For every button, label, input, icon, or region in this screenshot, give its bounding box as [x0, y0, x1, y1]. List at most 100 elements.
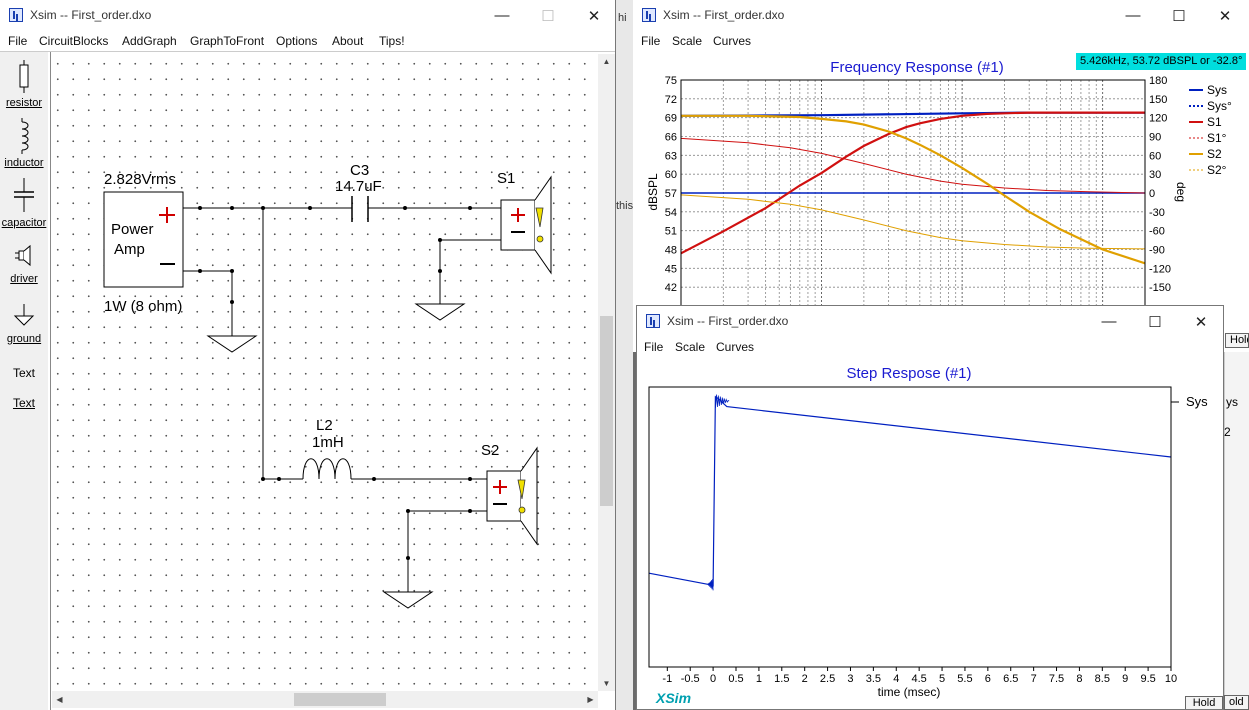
freq-hold-button-partial[interactable]: Hold — [1225, 333, 1249, 348]
x-tick-label: 8.5 — [1095, 673, 1110, 685]
schematic-drawing: 2.828Vrms Power Amp 1W (8 ohm) C3 14.7uF… — [103, 162, 552, 609]
maximize-button[interactable]: ☐ — [1148, 313, 1162, 331]
y2-axis-label: deg — [1174, 182, 1188, 202]
close-button[interactable]: ✕ — [587, 7, 601, 25]
scroll-up-arrow[interactable]: ▲ — [599, 54, 614, 69]
x-tick-label: 9.5 — [1140, 673, 1155, 685]
y2-tick-label: 120 — [1149, 113, 1167, 125]
legend-sys: Sys — [1186, 394, 1208, 409]
maximize-button[interactable]: ☐ — [541, 7, 555, 25]
window-title: Xsim -- First_order.dxo — [663, 8, 785, 22]
series-line-s2 — [681, 114, 1146, 265]
step-response-window: Xsim -- First_order.dxo — ☐ ✕ File Scale… — [636, 305, 1224, 710]
menu-options[interactable]: Options — [276, 34, 318, 48]
horizontal-scrollbar[interactable]: ◀ ▶ — [52, 691, 598, 708]
tool-ground[interactable]: ground — [0, 302, 48, 350]
x-tick-label: 5 — [939, 673, 945, 685]
menu-graphtofront[interactable]: GraphToFront — [190, 34, 265, 48]
circuit-window: Xsim -- First_order.dxo — ☐ ✕ File Circu… — [0, 0, 616, 710]
background-window-strip-text: hi — [618, 12, 627, 24]
background-hold-button-partial[interactable]: old — [1224, 695, 1249, 710]
tool-text-plain-label: Text — [12, 366, 35, 380]
y-tick-label: 75 — [665, 75, 677, 87]
x-tick-label: 8 — [1076, 673, 1082, 685]
tool-text-plain[interactable]: Text — [0, 366, 48, 386]
y-tick-label: 72 — [665, 94, 677, 106]
tool-capacitor[interactable]: capacitor — [0, 176, 48, 232]
tool-inductor[interactable]: inductor — [0, 118, 48, 172]
schematic-canvas[interactable] — [52, 54, 597, 691]
y-tick-label: 57 — [665, 188, 677, 200]
x-tick-label: 6 — [985, 673, 991, 685]
vertical-scrollbar[interactable]: ▲ ▼ — [598, 54, 615, 691]
menu-tips[interactable]: Tips! — [379, 34, 405, 48]
tool-resistor-label: resistor — [5, 97, 43, 109]
menu-file[interactable]: File — [644, 340, 664, 354]
y2-tick-label: 90 — [1149, 132, 1161, 144]
x-tick-label: 1 — [756, 673, 762, 685]
x-tick-label: 0.5 — [728, 673, 743, 685]
background-window-right-text: ys — [1226, 395, 1238, 409]
menu-addgraph[interactable]: AddGraph — [122, 34, 177, 48]
x-tick-label: 4 — [893, 673, 899, 685]
freq-menubar: File Scale Curves — [633, 31, 1249, 51]
menu-scale[interactable]: Scale — [675, 340, 706, 354]
series-line-s2-deg — [680, 194, 1146, 250]
maximize-button[interactable]: ☐ — [1172, 7, 1186, 25]
s2-name-label: S2 — [481, 442, 499, 459]
x-tick-label: -1 — [662, 673, 672, 685]
y-tick-label: 54 — [665, 207, 677, 219]
plot-frame — [648, 386, 1172, 668]
y-tick-label: 66 — [665, 132, 677, 144]
xsim-app-icon — [642, 8, 656, 22]
x-tick-label: 7 — [1031, 673, 1037, 685]
y2-tick-label: 180 — [1149, 75, 1167, 87]
inductor-icon — [21, 118, 29, 154]
step-hold-button[interactable]: Hold — [1185, 696, 1223, 709]
minimize-button[interactable]: — — [494, 7, 510, 24]
x-tick-label: -0.5 — [681, 673, 700, 685]
menu-about[interactable]: About — [332, 34, 364, 48]
y2-tick-label: 150 — [1149, 94, 1167, 106]
x-tick-label: 1.5 — [774, 673, 789, 685]
close-button[interactable]: ✕ — [1218, 7, 1232, 25]
vertical-scroll-thumb[interactable] — [600, 316, 613, 506]
y-tick-label: 42 — [665, 282, 677, 294]
minimize-button[interactable]: — — [1125, 7, 1141, 24]
xsim-logo: XSim — [655, 690, 691, 706]
scroll-right-arrow[interactable]: ▶ — [583, 692, 598, 707]
horizontal-scroll-thumb[interactable] — [294, 693, 386, 706]
window-title: Xsim -- First_order.dxo — [667, 314, 789, 328]
x-tick-label: 5.5 — [957, 673, 972, 685]
legend-label: Sys — [1207, 83, 1227, 97]
menu-circuitblocks[interactable]: CircuitBlocks — [39, 34, 109, 48]
freq-window-titlebar[interactable]: Xsim -- First_order.dxo — ☐ ✕ — [633, 0, 1249, 31]
driver-icon — [15, 244, 31, 267]
minimize-button[interactable]: — — [1101, 313, 1117, 330]
y2-tick-label: -90 — [1149, 245, 1165, 257]
y-tick-label: 69 — [665, 113, 677, 125]
circuit-window-titlebar[interactable]: Xsim -- First_order.dxo — ☐ ✕ — [0, 0, 616, 31]
y-axis-label: dBSPL — [646, 173, 660, 211]
menu-curves[interactable]: Curves — [716, 340, 755, 354]
x-tick-label: 6.5 — [1003, 673, 1018, 685]
scroll-down-arrow[interactable]: ▼ — [599, 676, 614, 691]
close-button[interactable]: ✕ — [1194, 313, 1208, 331]
series-line-s1-deg — [680, 137, 1146, 194]
tool-driver[interactable]: driver — [0, 242, 48, 290]
x-axis-label: time (msec) — [878, 685, 941, 699]
scroll-left-arrow[interactable]: ◀ — [52, 692, 67, 707]
component-toolbox: resistor inductor capacitor driver groun… — [0, 52, 48, 710]
menu-file[interactable]: File — [8, 34, 28, 48]
tool-text-underlined-label: Text — [12, 396, 35, 410]
xsim-app-icon — [9, 8, 23, 22]
circuit-menubar: File CircuitBlocks AddGraph GraphToFront… — [0, 31, 616, 51]
menu-scale[interactable]: Scale — [672, 34, 703, 48]
menu-file[interactable]: File — [641, 34, 661, 48]
x-tick-label: 0 — [710, 673, 716, 685]
tool-resistor[interactable]: resistor — [0, 60, 48, 112]
step-window-titlebar[interactable]: Xsim -- First_order.dxo — ☐ ✕ — [637, 306, 1223, 337]
l2-value-label: 1mH — [312, 434, 344, 451]
menu-curves[interactable]: Curves — [713, 34, 752, 48]
tool-text-underlined[interactable]: Text — [0, 396, 48, 416]
